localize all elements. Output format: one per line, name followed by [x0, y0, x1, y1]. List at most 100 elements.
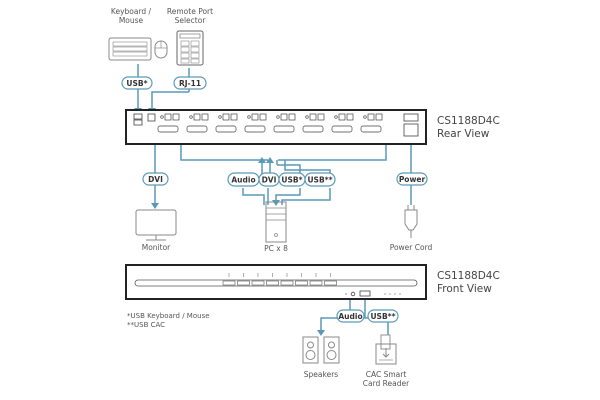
smart-card-icon: [380, 334, 391, 350]
audio-port-icon: [218, 115, 222, 119]
dvi-port-icon: [186, 125, 208, 133]
usb-port-icon: [259, 113, 267, 121]
svg-text:USB**: USB**: [307, 176, 332, 185]
pill-front-audio: Audio: [336, 309, 365, 323]
audio-port-icon: [160, 115, 164, 119]
card-reader-icon: [375, 343, 397, 365]
pill-usb-kbd: USB*: [121, 76, 153, 90]
usb-port-icon: [346, 113, 354, 121]
audio-port-icon: [247, 115, 251, 119]
usb-port-icon: [172, 113, 180, 121]
remote-port-selector-device: Remote Port Selector: [167, 7, 213, 66]
arrow-down-icon: [151, 203, 159, 209]
svg-text:Power: Power: [399, 175, 426, 184]
dvi-port-icon: [157, 125, 179, 133]
usb-port-icon: [338, 113, 346, 121]
audio-jack-icon: [350, 291, 356, 297]
cac-label-2: Card Reader: [363, 379, 410, 388]
pill-usb-star: USB*: [278, 172, 306, 187]
line-pc-right: [278, 142, 387, 161]
line-front-audio: [320, 298, 351, 333]
port-select-button: [309, 280, 323, 286]
pill-audio-in: Audio: [227, 172, 260, 187]
svg-text:USB*: USB*: [126, 79, 147, 88]
usb-port-icon: [193, 113, 201, 121]
power-plug-icon: [404, 209, 418, 231]
port-select-button: [266, 280, 279, 286]
svg-text:USB**: USB**: [370, 312, 395, 321]
pill-usb-double: USB**: [304, 172, 336, 187]
usb-port-icon: [288, 113, 296, 121]
pill-dvi-out: DVI: [142, 172, 169, 186]
dvi-port-icon: [302, 125, 324, 133]
port-select-button: [222, 280, 236, 286]
usb-port-icon: [164, 113, 172, 121]
usb-port-icon: [133, 119, 143, 126]
svg-text:Audio: Audio: [231, 176, 255, 185]
audio-port-icon: [305, 115, 309, 119]
rear-port-groups: [157, 113, 383, 133]
keypad-icon: [176, 30, 204, 66]
svg-text:Audio: Audio: [338, 312, 362, 321]
usb-port-icon: [201, 113, 209, 121]
dvi-port-icon: [215, 125, 237, 133]
pill-power: Power: [396, 172, 428, 186]
usb-port-icon: [133, 113, 143, 120]
arrow-down-icon: [272, 200, 280, 206]
pill-rj11: RJ-11: [173, 76, 207, 90]
port-select-button: [280, 280, 294, 286]
line-usbstar-pc: [275, 188, 301, 200]
usb-port-icon: [230, 113, 238, 121]
front-usb-port-icon: [359, 290, 371, 297]
monitor-device: Monitor: [135, 209, 177, 252]
speakers-device: Speakers: [302, 336, 340, 379]
keyboard-label-2: Mouse: [119, 16, 144, 25]
port-select-button: [237, 280, 250, 286]
power-socket-icon: [403, 123, 419, 137]
power-cord-label: Power Cord: [390, 243, 433, 252]
cac-reader-device: CAC Smart Card Reader: [363, 334, 410, 388]
usb-port-icon: [317, 113, 325, 121]
monitor-label: Monitor: [142, 243, 171, 252]
pc-tower-icon: [265, 201, 287, 243]
port-select-button: [324, 280, 337, 286]
speaker-icon: [302, 336, 319, 364]
audio-port-icon: [189, 115, 193, 119]
front-port-strip: [134, 279, 418, 287]
kvm-front-panel: [125, 264, 427, 300]
pc-label: PC x 8: [264, 244, 288, 253]
pill-dvi-in: DVI: [258, 172, 280, 187]
pill-front-usb: USB**: [367, 309, 399, 323]
audio-port-icon: [276, 115, 280, 119]
keyboard-mouse-device: Keyboard / Mouse: [108, 7, 168, 61]
usb-port-icon: [251, 113, 259, 121]
rear-view-label: Rear View: [437, 128, 490, 140]
arrow-down-icon: [317, 330, 325, 336]
monitor-icon: [135, 209, 177, 236]
svg-text:DVI: DVI: [148, 175, 163, 184]
line-audio-pc: [242, 188, 265, 205]
line-rj11-b: [151, 91, 189, 112]
line-pc-left: [180, 142, 268, 161]
dvi-port-icon: [273, 125, 295, 133]
speakers-label: Speakers: [304, 370, 339, 379]
usb-port-icon: [222, 113, 230, 121]
rj11-port-icon: [147, 113, 156, 122]
dvi-port-icon: [331, 125, 353, 133]
connector-labels: USB* RJ-11 DVI Audio DVI USB* USB** Pow: [121, 76, 428, 323]
front-port-buttons: [222, 273, 337, 286]
footnote-usb-cac: **USB CAC: [127, 321, 165, 329]
port-select-button: [251, 280, 265, 286]
speaker-icon: [323, 336, 340, 364]
usb-port-icon: [375, 113, 383, 121]
svg-text:USB*: USB*: [281, 176, 302, 185]
audio-port-icon: [334, 115, 338, 119]
cac-label-1: CAC Smart: [366, 370, 407, 379]
usb-port-icon: [280, 113, 288, 121]
keyboard-label-1: Keyboard /: [111, 7, 152, 16]
svg-text:RJ-11: RJ-11: [179, 79, 201, 88]
usb-port-icon: [309, 113, 317, 121]
footnote-usb-keyboard: *USB Keyboard / Mouse: [127, 312, 210, 320]
arrow-up-icon: [266, 157, 274, 163]
